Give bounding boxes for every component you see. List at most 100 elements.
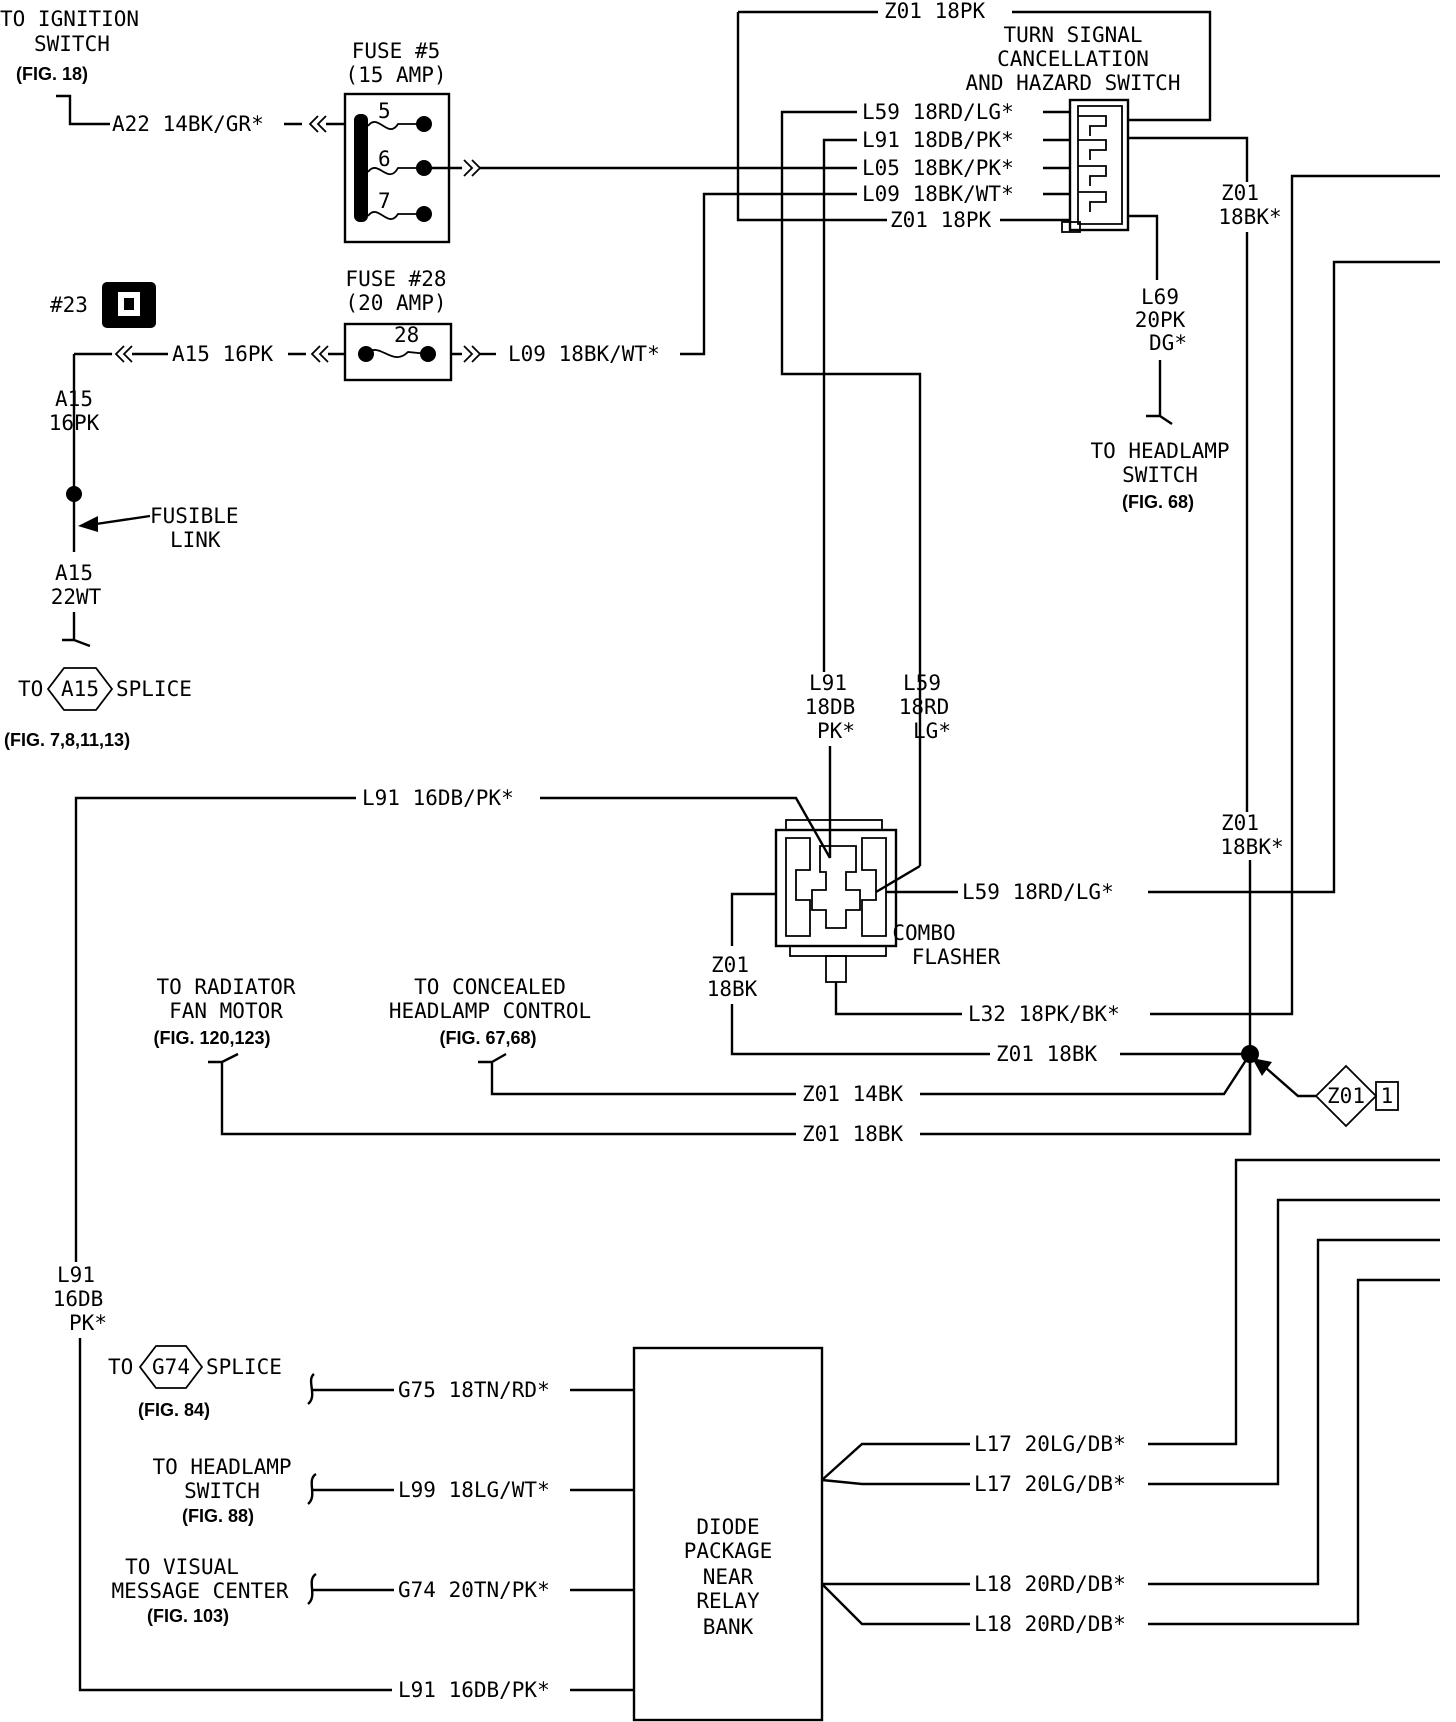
l69-wire-stub <box>1146 360 1173 425</box>
g74-splice-fig: (FIG. 84) <box>138 1400 210 1420</box>
z01-18pk-top-wire <box>738 10 1212 122</box>
fuse5-term-5: 5 <box>378 99 391 123</box>
switch-latch <box>1061 221 1081 233</box>
l32-label: L32 18PK/BK* <box>968 1002 1120 1026</box>
concealed-fig: (FIG. 67,68) <box>439 1028 536 1048</box>
switch-label-2: CANCELLATION <box>997 47 1149 71</box>
z01-18bk-a-label: Z01 18BK <box>996 1042 1098 1066</box>
ground-splice-arrow <box>1252 1058 1272 1076</box>
l91-wire-down <box>822 138 857 672</box>
flasher-tab <box>825 955 847 983</box>
g74-wire-label: G74 20TN/PK* <box>398 1578 550 1602</box>
l18b-wire <box>821 1583 970 1626</box>
z01-18bk-b-wire <box>920 1054 1252 1136</box>
l91-left-label-1: L91 <box>57 1263 95 1287</box>
l17a-label: L17 20LG/DB* <box>974 1432 1126 1456</box>
headlamp-bottom-fig: (FIG. 88) <box>182 1506 254 1526</box>
headlamp-top-fig: (FIG. 68) <box>1122 492 1194 512</box>
fuse5-label-1: FUSE #5 <box>352 39 441 63</box>
ground-splice-id: Z01 <box>1327 1084 1365 1108</box>
l69-label-2: 20PK <box>1135 308 1186 332</box>
connector-fuse5-out <box>463 159 482 177</box>
l91-16-left-wire <box>74 796 356 1262</box>
l17b-wire <box>821 1478 970 1486</box>
z01-right-label-2: 18BK* <box>1218 205 1281 229</box>
fuse5-terminal-7 <box>416 206 432 222</box>
l99-wire-stub <box>307 1472 394 1505</box>
g74-wire-stub <box>307 1572 394 1605</box>
combo-flasher <box>774 819 898 983</box>
a22-wire-label: A22 14BK/GR* <box>112 112 264 136</box>
fuse5-label-2: (15 AMP) <box>345 63 446 87</box>
diode-package: DIODE PACKAGE NEAR RELAY BANK <box>632 1346 824 1722</box>
l69-label-3: DG* <box>1149 331 1187 355</box>
l17b-to-edge <box>1148 1198 1440 1486</box>
l99-label: L99 18LG/WT* <box>398 1478 550 1502</box>
switch-pins <box>1078 115 1107 212</box>
a22-wire-stub <box>56 94 110 126</box>
z01-flasher-ground <box>730 892 776 946</box>
fusible-link-leader <box>95 514 151 526</box>
concealed-headlamp-ref: TO CONCEALED HEADLAMP CONTROL (FIG. 67,6… <box>389 975 591 1048</box>
g74-splice-to: TO <box>108 1355 133 1379</box>
g74-splice-id: G74 <box>152 1355 190 1379</box>
ignition-label-1: TO IGNITION <box>0 7 139 31</box>
fuse28-label-2: (20 AMP) <box>345 291 446 315</box>
l17a-wire <box>821 1442 970 1481</box>
z01-flasher-to-splice <box>730 1004 990 1056</box>
l18b-label: L18 20RD/DB* <box>974 1612 1126 1636</box>
combo-label-2: FLASHER <box>912 945 1001 969</box>
fuse5-busbar <box>354 114 368 222</box>
l91-v-label-3: PK* <box>817 719 855 743</box>
l91-bottom-wire <box>78 1338 392 1692</box>
fusible-label-2: LINK <box>170 528 221 552</box>
z01-flasher-label-1: Z01 <box>711 953 749 977</box>
a15-wire-stub <box>62 612 91 648</box>
l69-wire <box>1128 214 1159 280</box>
l09-fuse-label: L09 18BK/WT* <box>508 342 660 366</box>
l91-16-label: L91 16DB/PK* <box>362 786 514 810</box>
visual-label-2: MESSAGE CENTER <box>111 1579 288 1603</box>
switch-label-1: TURN SIGNAL <box>1003 23 1142 47</box>
ground-splice-tag: Z01 1 <box>1314 1064 1399 1128</box>
flasher-bottom <box>789 945 887 957</box>
z01-right-label-1: Z01 <box>1221 181 1259 205</box>
ignition-switch-ref: TO IGNITION SWITCH (FIG. 18) <box>0 7 139 84</box>
connector-fuse28-out <box>463 345 482 363</box>
z01-14bk-to-concealed <box>478 1052 796 1096</box>
connector-a15 <box>114 345 133 363</box>
sw-l59-label: L59 18RD/LG* <box>862 100 1014 124</box>
z01-18bk-to-radiator <box>208 1052 796 1136</box>
radiator-label-1: TO RADIATOR <box>156 975 295 999</box>
sw-z01-label: Z01 18PK <box>890 208 992 232</box>
fuse-5-block: FUSE #5 (15 AMP) 5 6 7 <box>343 39 451 244</box>
concealed-label-2: HEADLAMP CONTROL <box>389 999 591 1023</box>
l18a-label: L18 20RD/DB* <box>974 1572 1126 1596</box>
radiator-label-2: FAN MOTOR <box>169 999 283 1023</box>
switch-connector-body <box>1068 98 1130 232</box>
a15-top-label: A15 16PK <box>172 342 274 366</box>
ground-splice-num: 1 <box>1381 1084 1394 1108</box>
connector-fuse28-in <box>310 345 329 363</box>
ignition-fig-ref: (FIG. 18) <box>16 64 88 84</box>
headlamp-top-2: SWITCH <box>1122 463 1198 487</box>
sw-l05-label: L05 18BK/PK* <box>862 156 1014 180</box>
fuse28-box <box>343 322 453 382</box>
fuse-icon-label: #23 <box>50 293 88 317</box>
fuse5-terminal-5 <box>416 116 432 132</box>
a15-v1-label-2: 16PK <box>49 411 100 435</box>
z01-v2-label-2: 18BK* <box>1220 835 1283 859</box>
fuse5-element-5 <box>367 121 422 130</box>
visual-label-1: TO VISUAL <box>125 1555 239 1579</box>
fuse28-term: 28 <box>394 323 419 347</box>
g74-splice-ref: TO G74 SPLICE (FIG. 84) <box>108 1345 282 1420</box>
a15-v1-label-1: A15 <box>55 387 93 411</box>
visual-message-ref: TO VISUAL MESSAGE CENTER (FIG. 103) <box>111 1555 288 1626</box>
l09-wire <box>680 192 857 356</box>
a15-v2-label-2: 22WT <box>51 585 102 609</box>
radiator-fig: (FIG. 120,123) <box>153 1028 270 1048</box>
g75-label: G75 18TN/RD* <box>398 1378 550 1402</box>
l59-v-label-3: LG* <box>913 719 951 743</box>
z01-14bk-label: Z01 14BK <box>802 1082 904 1106</box>
z01-14bk-wire <box>920 1053 1252 1096</box>
